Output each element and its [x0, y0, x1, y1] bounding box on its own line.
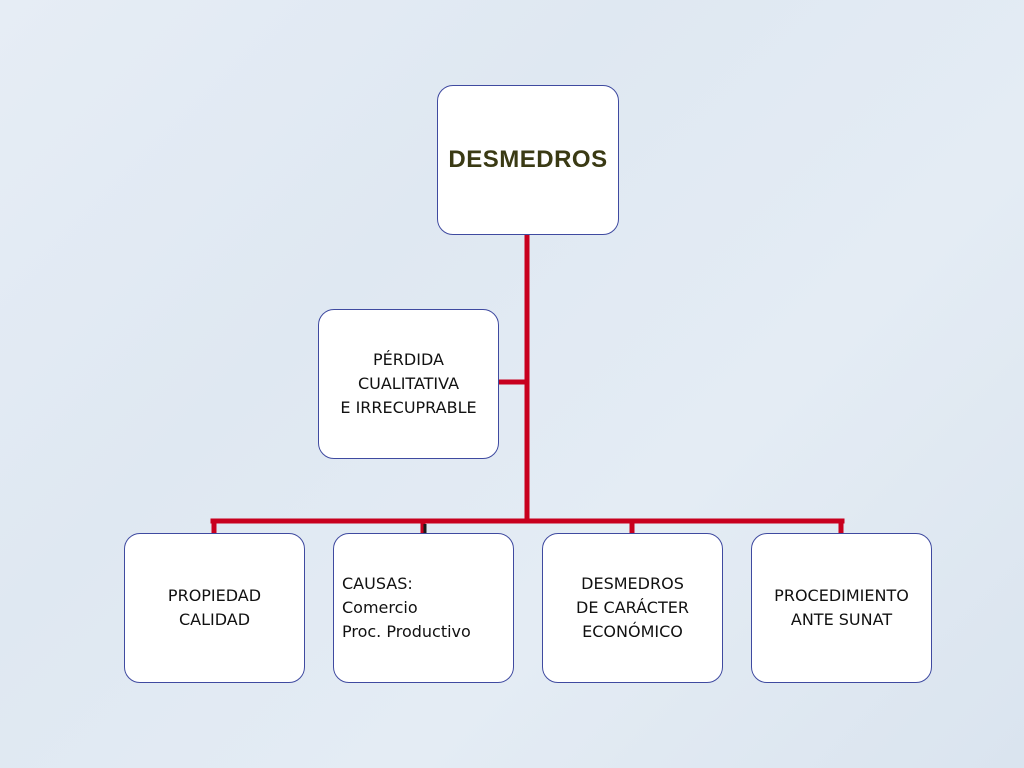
root-node-label: DESMEDROS	[448, 146, 608, 173]
assistant-node-line-1: PÉRDIDA	[373, 350, 444, 369]
connector-group	[210, 232, 845, 536]
assistant-node-line-3: E IRRECUPRABLE	[340, 398, 477, 417]
assistant-node-line-2: CUALITATIVA	[357, 374, 460, 393]
child-node-2-line-2: Comercio	[342, 598, 418, 617]
child-node-4-line-2: ANTE SUNAT	[790, 610, 893, 629]
child-node-3-line-1: DESMEDROS	[581, 574, 684, 593]
child-node-2-line-3: Proc. Productivo	[342, 622, 471, 641]
child-node-2-line-1: CAUSAS:	[342, 574, 413, 593]
child-node-desmedros-economico: DESMEDROS DE CARÁCTER ECONÓMICO	[542, 533, 723, 683]
child-node-causas: CAUSAS: Comercio Proc. Productivo	[333, 533, 514, 683]
child-node-1-line-1: PROPIEDAD	[167, 586, 262, 605]
child-node-3-line-3: ECONÓMICO	[582, 622, 683, 641]
child-node-3-line-2: DE CARÁCTER	[576, 598, 689, 617]
child-node-procedimiento: PROCEDIMIENTO ANTE SUNAT	[751, 533, 932, 683]
child-node-1-line-2: CALIDAD	[178, 610, 251, 629]
root-node-desmedros: DESMEDROS	[437, 85, 619, 235]
assistant-node-perdida: PÉRDIDA CUALITATIVA E IRRECUPRABLE	[318, 309, 499, 459]
child-node-4-line-1: PROCEDIMIENTO	[774, 586, 909, 605]
child-node-propiedad: PROPIEDAD CALIDAD	[124, 533, 305, 683]
